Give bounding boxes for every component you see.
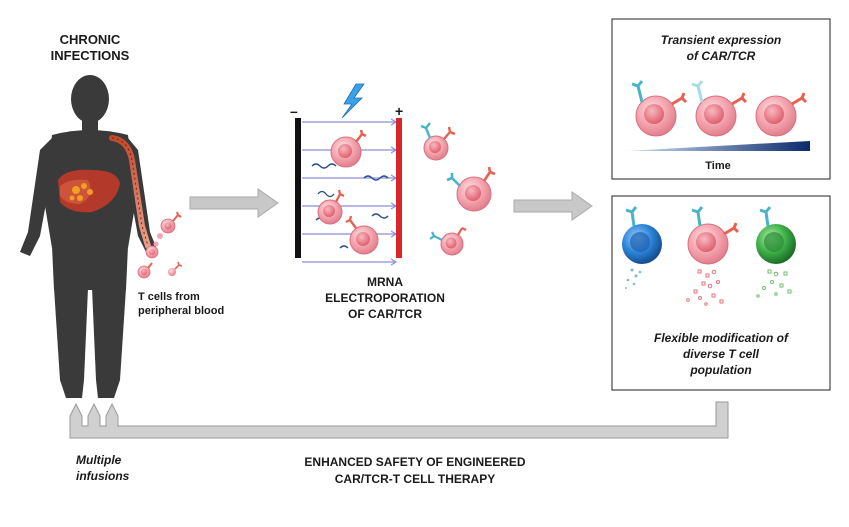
- lightning-bolt-icon: [341, 83, 365, 119]
- return-arrow: [69, 401, 729, 439]
- blood-t-cells: [137, 211, 183, 279]
- footer-left-line2: infusions: [76, 469, 130, 483]
- time-axis-label: Time: [705, 160, 730, 172]
- flexible-modification-panel: [611, 195, 831, 391]
- t-cells-label-line2: peripheral blood: [138, 305, 224, 317]
- time-wedge: [626, 141, 810, 151]
- flow-arrow-2: [513, 191, 593, 221]
- middle-caption-line3: OF CAR/TCR: [348, 307, 422, 321]
- engineered-cells: [420, 122, 496, 256]
- bottom-box-caption-line1: Flexible modification of: [654, 331, 789, 345]
- positive-electrode: [396, 118, 402, 258]
- flow-arrow-1: [189, 188, 279, 218]
- footer-left-line1: Multiple: [76, 453, 122, 467]
- infected-liver-icon: [58, 169, 120, 213]
- t-cells-label-line1: T cells from: [138, 291, 200, 303]
- bottom-box-caption-line2: diverse T cell: [683, 347, 760, 361]
- chamber-cells: [317, 129, 379, 255]
- top-box-title-line1: Transient expression: [661, 33, 782, 47]
- blood-vessel-icon: [109, 135, 151, 249]
- footer-main-line2: CAR/TCR-T CELL THERAPY: [335, 472, 495, 486]
- top-box-title-line2: of CAR/TCR: [687, 49, 756, 63]
- electroporation-chamber: [295, 118, 402, 266]
- human-silhouette: [20, 75, 158, 398]
- transient-expression-panel: [611, 18, 831, 180]
- left-title-line2: INFECTIONS: [51, 48, 130, 63]
- plus-sign: +: [395, 103, 403, 119]
- middle-caption-line1: MRNA: [367, 275, 403, 289]
- minus-sign: –: [290, 103, 298, 119]
- footer-main-line1: ENHANCED SAFETY OF ENGINEERED: [304, 455, 525, 469]
- bottom-box-caption-line3: population: [689, 363, 751, 377]
- left-title-line1: CHRONIC: [60, 32, 121, 47]
- middle-caption-line2: ELECTROPORATION: [325, 291, 445, 305]
- negative-electrode: [295, 118, 301, 258]
